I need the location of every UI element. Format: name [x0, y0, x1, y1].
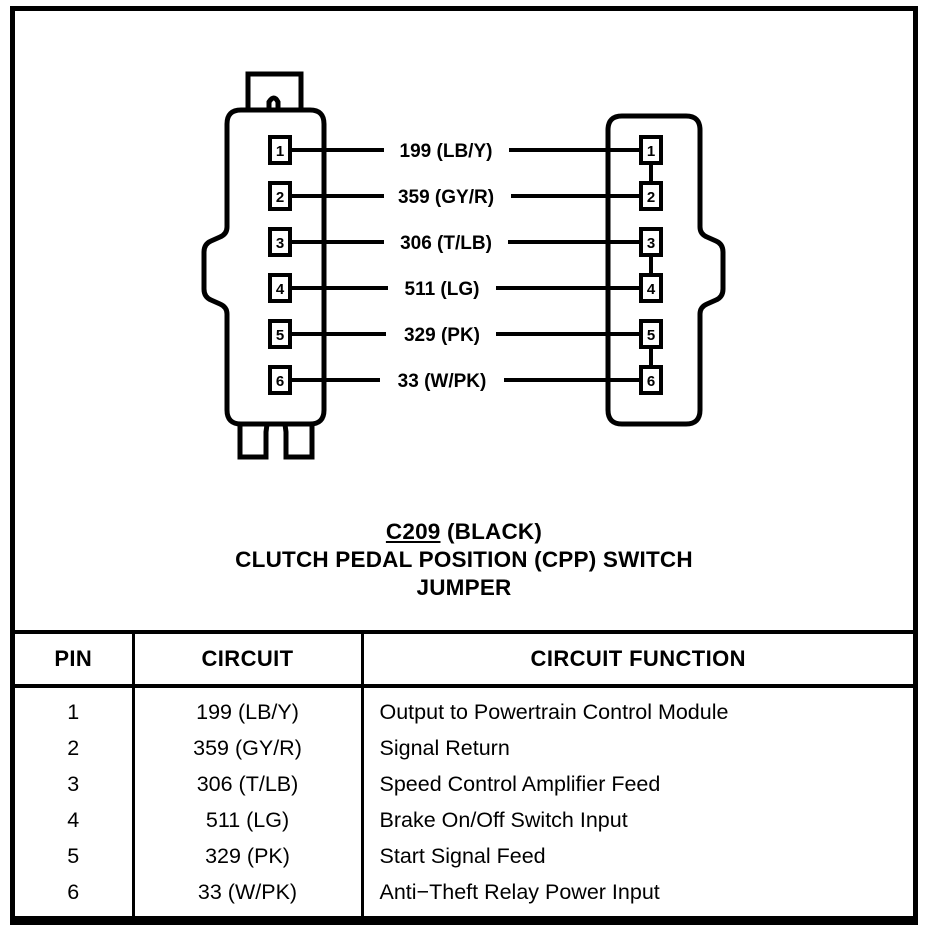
table-row: 4 511 (LG) Brake On/Off Switch Input — [15, 802, 913, 838]
table-header-row: PIN CIRCUIT CIRCUIT FUNCTION — [15, 630, 913, 688]
right-connector: 1 2 3 4 5 6 — [605, 113, 726, 427]
wire-group-4: 511 (LG) — [290, 279, 641, 300]
cell-function: Output to Powertrain Control Module — [379, 699, 729, 724]
cell-pin: 5 — [15, 838, 135, 874]
left-pin-1: 1 — [268, 135, 292, 165]
wire-label-3: 306 (T/LB) — [400, 233, 492, 254]
left-pin-6-label: 6 — [276, 373, 284, 390]
left-pin-1-label: 1 — [276, 143, 284, 160]
pinout-table: PIN CIRCUIT CIRCUIT FUNCTION 1 199 (LB/Y… — [15, 630, 913, 918]
cell-pin: 3 — [15, 766, 135, 802]
wire-label-4: 511 (LG) — [405, 279, 480, 300]
table-bottom-border — [15, 916, 913, 920]
cell-circuit: 306 (T/LB) — [133, 766, 364, 802]
connector-diagram: 1 2 3 4 5 6 — [201, 71, 726, 460]
cell-function: Signal Return — [379, 735, 510, 760]
right-pin-1-label: 1 — [647, 143, 655, 160]
right-pin-3-label: 3 — [647, 235, 655, 252]
left-connector-top-tab — [245, 71, 304, 115]
cell-function: Anti−Theft Relay Power Input — [379, 879, 660, 904]
cell-pin: 4 — [15, 802, 135, 838]
caption-line-name: CLUTCH PEDAL POSITION (CPP) SWITCH — [235, 547, 693, 572]
caption-line-connector-id: C209 (BLACK) — [18, 518, 910, 546]
right-pin-1: 1 — [639, 135, 663, 165]
caption-line-jumper: JUMPER — [416, 575, 512, 600]
col-header-circuit: CIRCUIT — [133, 630, 364, 688]
cell-pin: 1 — [15, 686, 135, 730]
wire-group-2: 359 (GY/R) — [290, 187, 641, 208]
wire-group-6: 33 (W/PK) — [290, 371, 641, 392]
right-pin-6: 6 — [639, 365, 663, 395]
col-header-pin: PIN — [15, 630, 135, 688]
table-row: 1 199 (LB/Y) Output to Powertrain Contro… — [15, 686, 913, 730]
right-pin-4-label: 4 — [647, 281, 656, 298]
right-pin-6-label: 6 — [647, 373, 655, 390]
left-pin-3: 3 — [268, 227, 292, 257]
left-pin-4-label: 4 — [276, 281, 285, 298]
right-pin-5: 5 — [639, 319, 663, 349]
wire-group-3: 306 (T/LB) — [290, 233, 641, 254]
cell-circuit: 199 (LB/Y) — [133, 686, 364, 730]
table-row: 2 359 (GY/R) Signal Return — [15, 730, 913, 766]
left-pin-4: 4 — [268, 273, 292, 303]
diagram-caption: C209 (BLACK) CLUTCH PEDAL POSITION (CPP)… — [18, 518, 910, 602]
wire-label-5: 329 (PK) — [404, 325, 480, 346]
right-pin-3: 3 — [639, 227, 663, 257]
left-connector: 1 2 3 4 5 6 — [201, 71, 327, 460]
right-pin-2-label: 2 — [647, 189, 655, 206]
left-pin-3-label: 3 — [276, 235, 284, 252]
table-row: 3 306 (T/LB) Speed Control Amplifier Fee… — [15, 766, 913, 802]
left-pin-6: 6 — [268, 365, 292, 395]
col-header-circuit-function: CIRCUIT FUNCTION — [362, 630, 913, 688]
right-pin-2: 2 — [639, 181, 663, 211]
wire-label-6: 33 (W/PK) — [398, 371, 487, 392]
table-row: 5 329 (PK) Start Signal Feed — [15, 838, 913, 874]
cell-circuit: 329 (PK) — [133, 838, 364, 874]
cell-function: Brake On/Off Switch Input — [379, 807, 628, 832]
connector-id-text: C209 — [385, 519, 441, 544]
pinout-table-wrap: PIN CIRCUIT CIRCUIT FUNCTION 1 199 (LB/Y… — [15, 630, 913, 920]
cell-circuit: 511 (LG) — [133, 802, 364, 838]
left-pin-5-label: 5 — [276, 327, 284, 344]
connector-color-text: (BLACK) — [440, 519, 543, 544]
cell-circuit: 33 (W/PK) — [133, 874, 364, 918]
left-connector-body — [201, 107, 327, 427]
right-connector-body — [605, 113, 726, 427]
wire-label-1: 199 (LB/Y) — [400, 141, 493, 162]
cell-circuit: 359 (GY/R) — [133, 730, 364, 766]
left-pin-2-label: 2 — [276, 189, 284, 206]
wire-group-1: 199 (LB/Y) — [290, 141, 641, 162]
cell-function: Start Signal Feed — [379, 843, 546, 868]
wire-group-5: 329 (PK) — [290, 325, 641, 346]
page-border — [10, 6, 918, 925]
left-pin-5: 5 — [268, 319, 292, 349]
wire-label-2: 359 (GY/R) — [398, 187, 494, 208]
cell-pin: 6 — [15, 874, 135, 918]
table-row: 6 33 (W/PK) Anti−Theft Relay Power Input — [15, 874, 913, 918]
cell-function: Speed Control Amplifier Feed — [379, 771, 661, 796]
left-pin-2: 2 — [268, 181, 292, 211]
right-pin-4: 4 — [639, 273, 663, 303]
cell-pin: 2 — [15, 730, 135, 766]
right-pin-5-label: 5 — [647, 327, 655, 344]
